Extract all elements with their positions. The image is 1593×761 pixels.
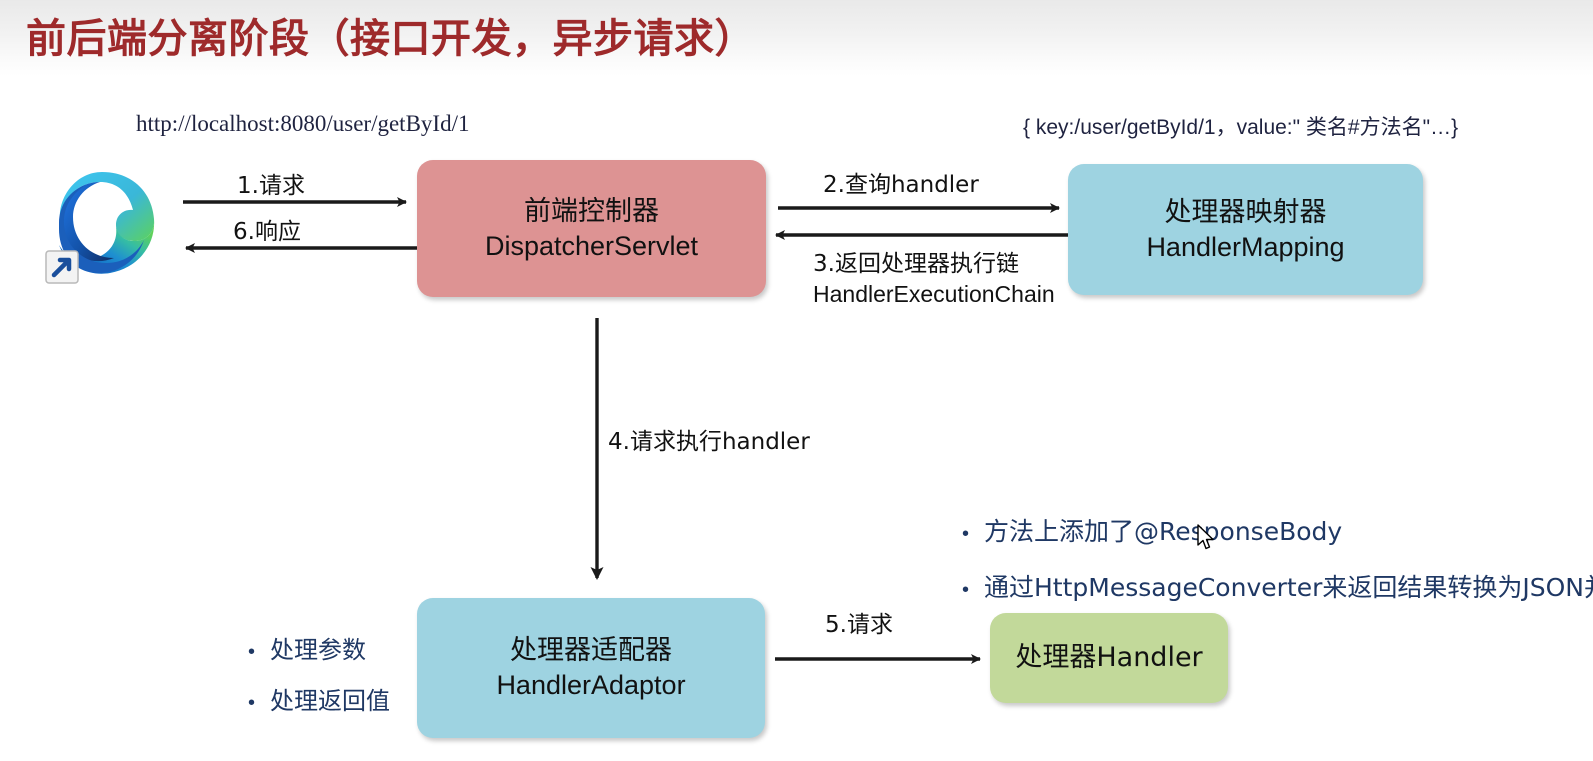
node-handler[interactable]: 处理器Handler: [990, 613, 1228, 703]
arrow-label-3-return-execution-chain: 3.返回处理器执行链: [813, 251, 1019, 277]
bullet-list-adaptor-notes: • 处理参数 • 处理返回值: [248, 630, 390, 732]
node-dispatcher-servlet[interactable]: 前端控制器 DispatcherServlet: [417, 160, 766, 297]
arrow-label-6-response: 6.响应: [233, 219, 301, 245]
page-title: 前后端分离阶段（接口开发，异步请求）: [26, 16, 755, 62]
node-handler-adaptor[interactable]: 处理器适配器 HandlerAdaptor: [417, 598, 765, 738]
node-dispatcher-cn-label: 前端控制器: [524, 195, 659, 227]
bullet-text: 方法上添加了@ResponseBody: [984, 517, 1343, 546]
request-url-label: http://localhost:8080/user/getById/1: [136, 111, 470, 136]
shortcut-arrow-overlay: [45, 250, 79, 284]
node-handler-mapping-cn-label: 处理器映射器: [1164, 196, 1327, 228]
arrow-label-2-query-handler: 2.查询handler: [823, 172, 979, 198]
node-handler-label: 处理器Handler: [1015, 642, 1203, 673]
list-item: • 处理参数: [248, 630, 390, 665]
node-handler-adaptor-cn-label: 处理器适配器: [510, 635, 672, 666]
arrow-label-4-execute-handler: 4.请求执行handler: [608, 429, 810, 455]
mapping-entry-label: { key:/user/getById/1，value:" 类名#方法名"…}: [1023, 116, 1459, 139]
node-dispatcher-en-label: DispatcherServlet: [484, 230, 699, 261]
bullet-dot-icon: •: [248, 692, 256, 714]
bullet-text: 处理参数: [270, 636, 366, 664]
list-item: • 通过HttpMessageConverter来返回结果转换为JSON并响应: [962, 568, 1593, 604]
bullet-dot-icon: •: [248, 641, 256, 663]
arrow-label-1-request: 1.请求: [237, 173, 305, 199]
node-handler-mapping[interactable]: 处理器映射器 HandlerMapping: [1068, 164, 1423, 295]
edge-browser-glyph: [45, 172, 155, 284]
bullet-dot-icon: •: [962, 523, 970, 545]
bullet-dot-icon: •: [962, 579, 970, 601]
bullet-list-handler-notes: • 方法上添加了@ResponseBody • 通过HttpMessageCon…: [962, 512, 1593, 624]
node-handler-adaptor-en-label: HandlerAdaptor: [496, 670, 686, 700]
list-item: • 方法上添加了@ResponseBody: [962, 512, 1593, 548]
edge-browser-icon[interactable]: [40, 163, 164, 287]
arrow-label-3-execution-chain-class: HandlerExecutionChain: [813, 281, 1055, 307]
bullet-text: 处理返回值: [270, 687, 390, 715]
node-handler-mapping-en-label: HandlerMapping: [1146, 231, 1345, 262]
list-item: • 处理返回值: [248, 681, 390, 716]
arrow-label-5-request: 5.请求: [825, 612, 893, 638]
slide-header-band: [0, 0, 1593, 76]
bullet-text: 通过HttpMessageConverter来返回结果转换为JSON并响应: [984, 573, 1593, 602]
